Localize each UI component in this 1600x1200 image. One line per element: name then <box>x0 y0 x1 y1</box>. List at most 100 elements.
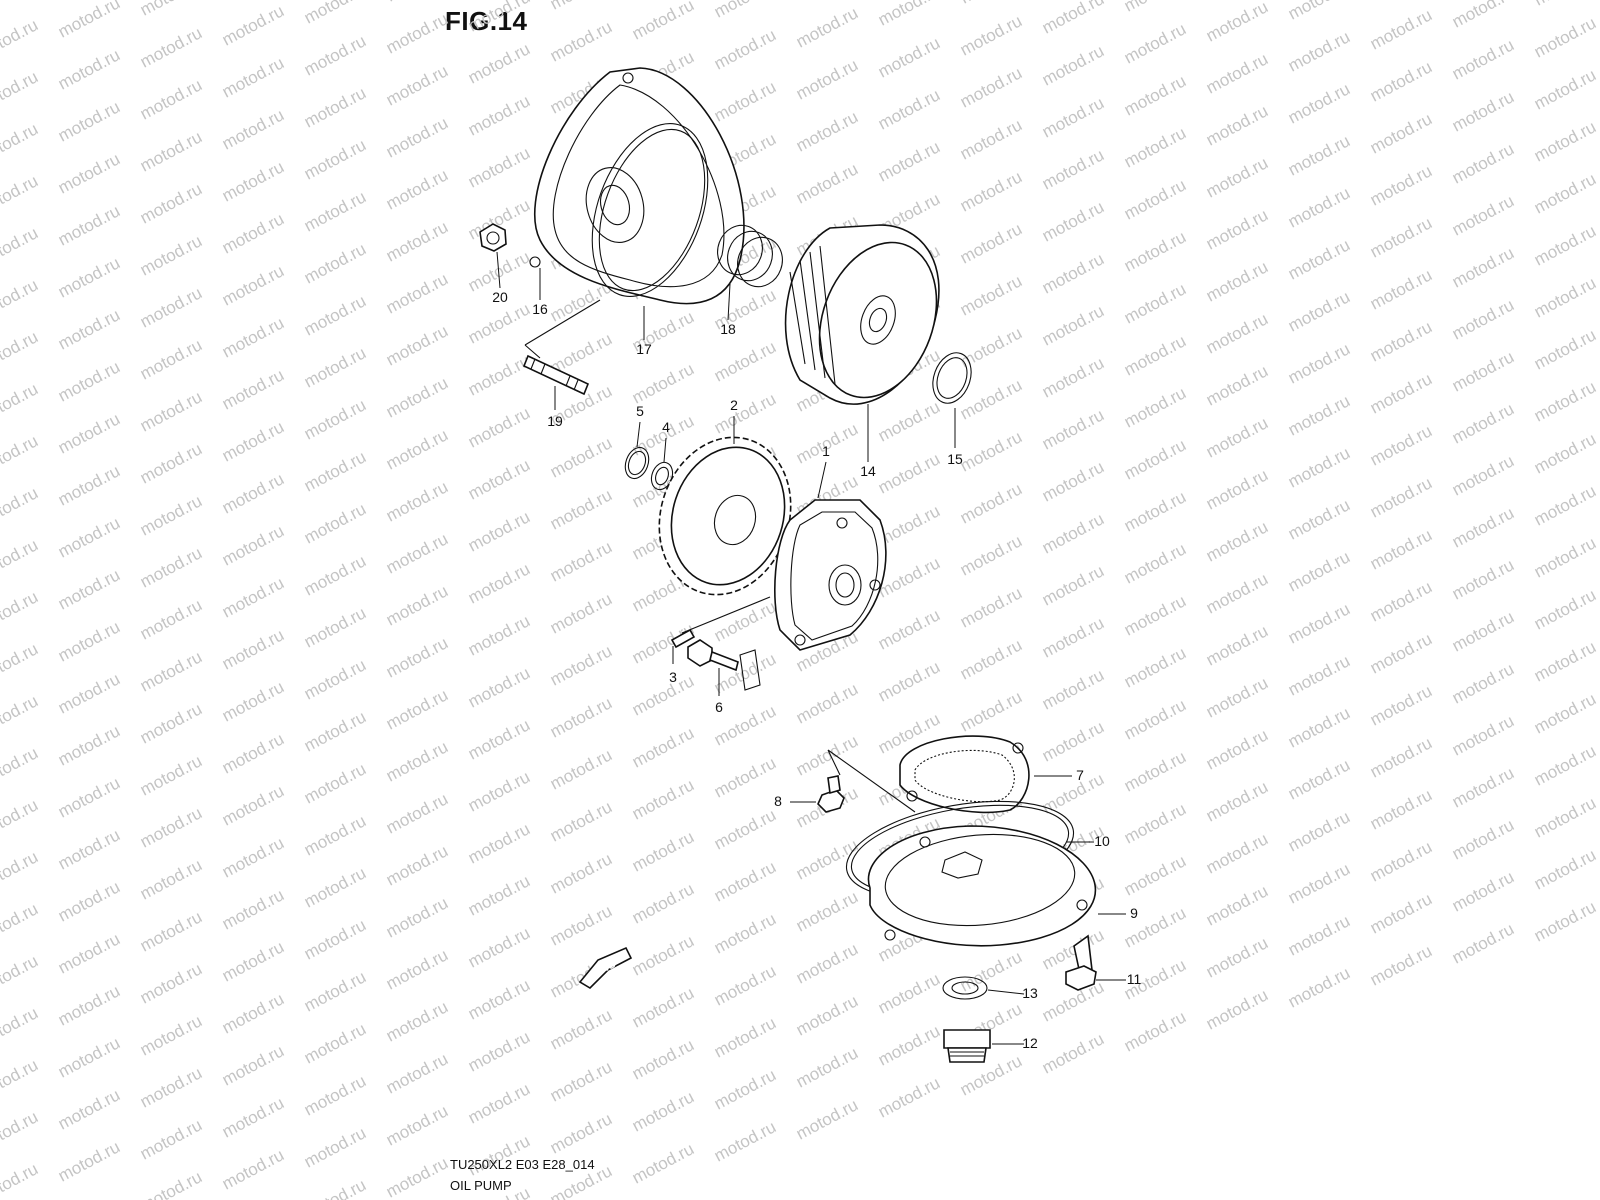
watermark-text: motod.ru <box>1039 249 1107 297</box>
watermark-text: motod.ru <box>1121 747 1189 795</box>
watermark-text: motod.ru <box>383 841 451 889</box>
watermark-text: motod.ru <box>1367 941 1435 989</box>
watermark-text: motod.ru <box>1285 131 1353 179</box>
watermark-text: motod.ru <box>1121 591 1189 639</box>
watermark-text: motod.ru <box>1449 191 1517 239</box>
watermark-text: motod.ru <box>1449 0 1517 32</box>
watermark-text: motod.ru <box>793 731 861 779</box>
watermark-text: motod.ru <box>465 923 533 971</box>
watermark-text: motod.ru <box>219 1145 287 1193</box>
watermark-text: motod.ru <box>1531 377 1599 425</box>
watermark-text: motod.ru <box>301 187 369 235</box>
callout-leader-4 <box>663 437 667 463</box>
watermark-text: motod.ru <box>465 143 533 191</box>
watermark-text: motod.ru <box>137 127 205 175</box>
watermark-text: motod.ru <box>1121 695 1189 743</box>
watermark-text: motod.ru <box>875 1073 943 1121</box>
watermark-text: motod.ru <box>1367 473 1435 521</box>
watermark-text: motod.ru <box>219 781 287 829</box>
strainer-screw <box>817 775 845 813</box>
watermark-text: motod.ru <box>1121 383 1189 431</box>
watermark-text: motod.ru <box>1121 487 1189 535</box>
watermark-text: motod.ru <box>383 893 451 941</box>
watermark-text: motod.ru <box>1039 561 1107 609</box>
watermark-text: motod.ru <box>875 397 943 445</box>
watermark-text: motod.ru <box>957 583 1025 631</box>
watermark-text: motod.ru <box>55 825 123 873</box>
watermark-text: motod.ru <box>1285 391 1353 439</box>
watermark-text: motod.ru <box>219 677 287 725</box>
callout-number-5: 5 <box>636 403 644 419</box>
watermark-text: motod.ru <box>1367 577 1435 625</box>
watermark-text: motod.ru <box>793 107 861 155</box>
watermark-text: motod.ru <box>1039 93 1107 141</box>
watermark-text: motod.ru <box>1367 5 1435 53</box>
watermark-text: motod.ru <box>0 951 41 999</box>
watermark-text: motod.ru <box>957 687 1025 735</box>
watermark-text: motod.ru <box>301 967 369 1015</box>
callout-number-12: 12 <box>1022 1035 1038 1051</box>
watermark-text: motod.ru <box>957 531 1025 579</box>
watermark-text: motod.ru <box>465 507 533 555</box>
watermark-text: motod.ru <box>137 491 205 539</box>
watermark-text: motod.ru <box>137 23 205 71</box>
watermark-text: motod.ru <box>957 0 1025 8</box>
watermark-text: motod.ru <box>1121 539 1189 587</box>
watermark-text: motod.ru <box>793 1043 861 1091</box>
watermark-text: motod.ru <box>1285 183 1353 231</box>
watermark-text: motod.ru <box>1367 265 1435 313</box>
watermark-text: motod.ru <box>711 337 779 385</box>
watermark-text: motod.ru <box>465 1079 533 1127</box>
watermark-text: motod.ru <box>629 931 697 979</box>
watermark-text: motod.ru <box>957 271 1025 319</box>
watermark-text: motod.ru <box>1449 815 1517 863</box>
callout-number-11: 11 <box>1127 971 1142 987</box>
watermark-text: motod.ru <box>1203 621 1271 669</box>
watermark-text: motod.ru <box>957 427 1025 475</box>
watermark-text: motod.ru <box>465 39 533 87</box>
watermark-text: motod.ru <box>1449 35 1517 83</box>
watermark-text: motod.ru <box>957 219 1025 267</box>
watermark-text: motod.ru <box>137 387 205 435</box>
watermark-text: motod.ru <box>1285 287 1353 335</box>
watermark-text: motod.ru <box>383 9 451 57</box>
watermark-text: motod.ru <box>1531 845 1599 893</box>
watermark-text: motod.ru <box>465 715 533 763</box>
watermark-text: motod.ru <box>711 25 779 73</box>
watermark-text: motod.ru <box>383 217 451 265</box>
watermark-text: motod.ru <box>137 1167 205 1200</box>
watermark-text: motod.ru <box>219 833 287 881</box>
watermark-text: motod.ru <box>301 811 369 859</box>
watermark-text: motod.ru <box>219 209 287 257</box>
watermark-text: motod.ru <box>875 85 943 133</box>
watermark-text: motod.ru <box>0 67 41 115</box>
watermark-text: motod.ru <box>137 1115 205 1163</box>
watermark-text: motod.ru <box>219 625 287 673</box>
watermark-text: motod.ru <box>219 417 287 465</box>
watermark-text: motod.ru <box>137 179 205 227</box>
watermark-text: motod.ru <box>301 1175 369 1200</box>
watermark-text: motod.ru <box>1285 963 1353 1011</box>
oil-pump-driven-gear <box>658 436 792 596</box>
watermark-text: motod.ru <box>629 619 697 667</box>
watermark-text: motod.ru <box>219 105 287 153</box>
stud-bolt <box>522 354 590 396</box>
watermark-text: motod.ru <box>1203 673 1271 721</box>
watermark-text: motod.ru <box>55 669 123 717</box>
watermark-text: motod.ru <box>1039 0 1107 38</box>
watermark-text: motod.ru <box>465 975 533 1023</box>
callout-number-16: 16 <box>532 301 548 317</box>
watermark-text: motod.ru <box>137 283 205 331</box>
watermark-text: motod.ru <box>957 947 1025 995</box>
watermark-text: motod.ru <box>1039 1029 1107 1077</box>
watermark-text: motod.ru <box>0 483 41 531</box>
watermark-text: motod.ru <box>465 871 533 919</box>
watermark-text: motod.ru <box>383 165 451 213</box>
watermark-text: motod.ru <box>383 321 451 369</box>
watermark-text: motod.ru <box>957 115 1025 163</box>
watermark-text: motod.ru <box>1531 429 1599 477</box>
watermark-text: motod.ru <box>1531 637 1599 685</box>
watermark-text: motod.ru <box>1531 0 1599 10</box>
watermark-text: motod.ru <box>465 767 533 815</box>
watermark-text: motod.ru <box>547 849 615 897</box>
